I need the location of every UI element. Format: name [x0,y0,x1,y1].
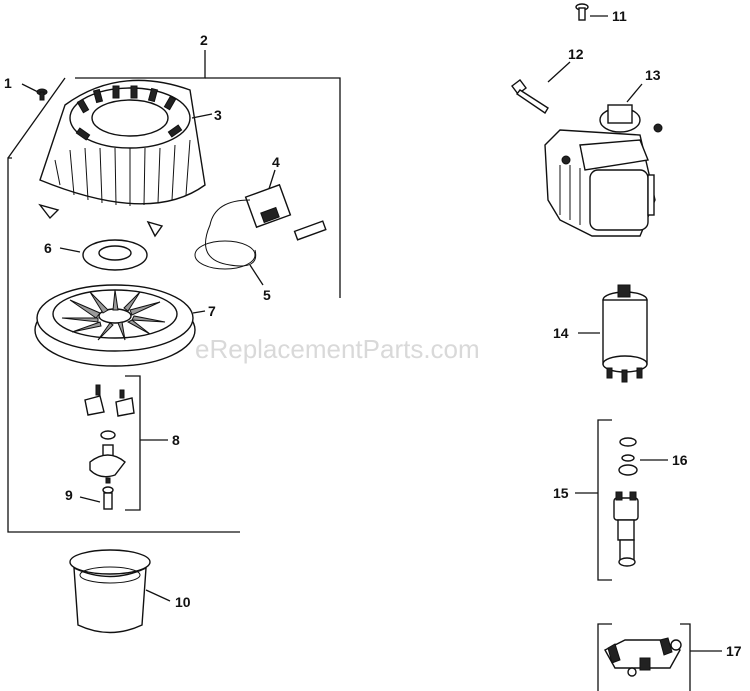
screw-part-9 [79,486,114,510]
callout-8: 8 [172,432,180,448]
callout-2: 2 [200,32,208,48]
brush-holder-part-17 [597,623,722,691]
callout-12: 12 [568,46,584,62]
cup-part-10 [69,549,171,634]
washer-part-6 [59,239,148,271]
assembly-bracket [7,50,341,533]
drive-assembly-part-15 [575,419,668,581]
callout-15: 15 [553,485,569,501]
callout-13: 13 [645,67,661,83]
callout-5: 5 [263,287,271,303]
callout-10: 10 [175,594,191,610]
pulley-part-7 [34,284,206,367]
watermark: eReplacementParts.com [195,334,480,364]
callout-7: 7 [208,303,216,319]
bolt-part-12 [511,61,571,114]
starter-motor-part-13 [544,83,663,237]
pawl-kit-part-8 [84,375,168,511]
bolt-part-11 [575,3,608,21]
callout-16: 16 [672,452,688,468]
callout-9: 9 [65,487,73,503]
callout-14: 14 [553,325,569,341]
callout-6: 6 [44,240,52,256]
callout-4: 4 [272,154,280,170]
screw-part-1 [21,83,48,101]
callout-3: 3 [214,107,222,123]
solenoid-part-14 [578,284,648,383]
switch-and-wire-parts-4-5 [194,169,327,286]
rewind-housing-part-3 [38,79,213,238]
callout-1: 1 [4,75,12,91]
callout-17: 17 [726,643,742,659]
callout-11: 11 [612,8,627,24]
